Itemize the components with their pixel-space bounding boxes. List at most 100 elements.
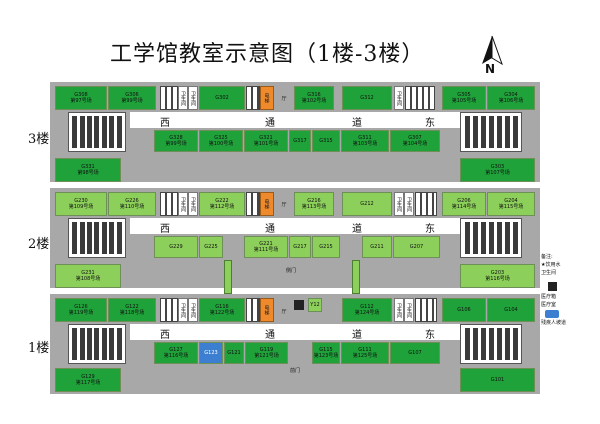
first-aid-icon: [548, 282, 557, 291]
restroom: 卫生间: [178, 86, 188, 110]
stairs: [160, 86, 178, 110]
lecture-hall-seating: [460, 218, 522, 258]
stairs: [246, 192, 260, 216]
room-g217[interactable]: G217: [289, 236, 311, 258]
legend-note: 备注:: [541, 254, 553, 260]
lecture-hall-seating: [68, 324, 126, 364]
room-g123[interactable]: G123: [199, 342, 223, 364]
corridor-east: 东: [425, 118, 435, 129]
corridor-tong: 通: [265, 118, 275, 129]
room-g121[interactable]: G121: [224, 342, 244, 364]
corridor-west: 西: [160, 224, 170, 235]
legend-note: ★饮用水: [541, 262, 561, 268]
room-g106[interactable]: G106: [442, 298, 486, 322]
elevator: 电梯: [260, 298, 274, 322]
room-g107[interactable]: G107: [390, 342, 440, 364]
stairs: [160, 298, 178, 322]
stairs: [405, 86, 435, 110]
restroom: 卫生间: [404, 298, 414, 322]
entrance-label: 前门: [290, 368, 301, 374]
floor-2-corridor: [130, 218, 460, 234]
restroom: 卫生间: [188, 298, 198, 322]
lecture-hall-seating: [68, 112, 126, 152]
lecture-hall-seating: [460, 324, 522, 364]
room-g317[interactable]: G317: [289, 130, 311, 152]
room-g315[interactable]: G315: [312, 130, 340, 152]
restroom: 卫生间: [178, 192, 188, 216]
room-g225[interactable]: G225: [199, 236, 223, 258]
elevator: 电梯: [260, 192, 274, 216]
room-g104[interactable]: G104: [487, 298, 535, 322]
corridor-east: 东: [425, 224, 435, 235]
lecture-hall-seating: [68, 218, 126, 258]
floor-1-corridor: [130, 324, 460, 340]
restroom: 卫生间: [178, 298, 188, 322]
ramp: [352, 260, 360, 294]
corridor-west: 西: [160, 118, 170, 129]
floor-label-3: 3楼: [28, 132, 50, 147]
floor-label-2: 2楼: [28, 237, 50, 252]
corridor-dao: 道: [352, 118, 362, 129]
hall-label: 厅: [281, 201, 287, 208]
corridor-dao: 道: [352, 224, 362, 235]
hall-label: 厅: [281, 308, 287, 315]
corridor-tong: 通: [265, 224, 275, 235]
floor-label-1: 1楼: [28, 341, 50, 356]
accessibility-icon: [545, 310, 559, 318]
room-g215[interactable]: G215: [312, 236, 340, 258]
stairs: [246, 86, 260, 110]
room-g101[interactable]: G101: [460, 368, 535, 392]
north-label: N: [485, 62, 496, 76]
restroom: 卫生间: [394, 298, 404, 322]
hall-label: 厅: [281, 95, 287, 102]
stairs: [415, 298, 437, 322]
restroom: 卫生间: [394, 192, 404, 216]
room-g312[interactable]: G312: [342, 86, 392, 110]
room-g302[interactable]: G302: [199, 86, 245, 110]
info-desk-icon: [294, 300, 304, 310]
corridor-west: 西: [160, 330, 170, 341]
stairs: [415, 192, 437, 216]
room-y12[interactable]: Y12: [308, 298, 322, 312]
room-g229[interactable]: G229: [154, 236, 198, 258]
lecture-hall-seating: [460, 112, 522, 152]
room-g211[interactable]: G211: [362, 236, 392, 258]
room-g207[interactable]: G207: [393, 236, 440, 258]
restroom: 卫生间: [404, 192, 414, 216]
stairs: [160, 192, 178, 216]
restroom: 卫生间: [394, 86, 404, 110]
restroom: 卫生间: [188, 86, 198, 110]
legend-note: 残疾人坡道: [541, 320, 567, 326]
room-g212[interactable]: G212: [342, 192, 392, 216]
